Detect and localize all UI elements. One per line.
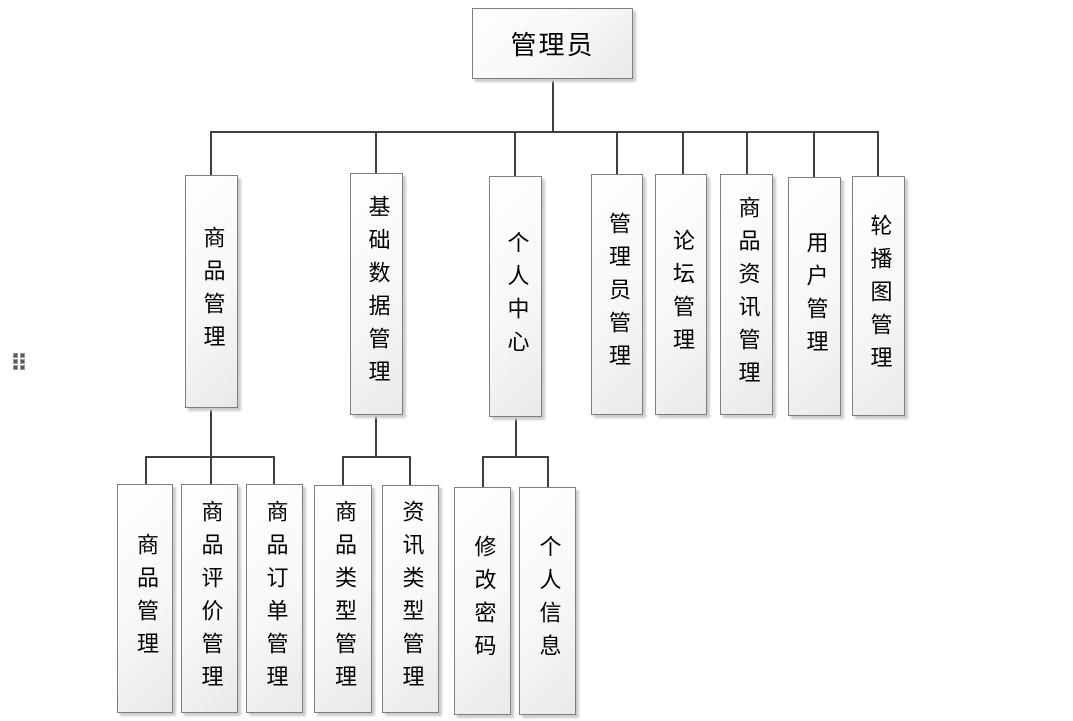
- node-product-order-management-label: 商品订单管理: [262, 499, 288, 698]
- node-product-management: 商品管理: [185, 175, 238, 408]
- node-admin: 管理员: [472, 8, 633, 79]
- node-product-review-management-label: 商品评价管理: [197, 499, 223, 698]
- node-admin-management-label: 管理员管理: [605, 212, 630, 377]
- node-user-management-label: 用户管理: [802, 230, 828, 363]
- node-news-type-management: 资讯类型管理: [382, 485, 439, 713]
- dot: [20, 359, 25, 364]
- connector-basicdata-rail: [342, 456, 411, 486]
- node-product-management-label: 商品管理: [199, 225, 225, 358]
- dot: [13, 365, 18, 370]
- node-forum-management-label: 论坛管理: [669, 228, 694, 361]
- dot: [20, 365, 25, 370]
- node-product-type-management: 商品类型管理: [314, 485, 372, 713]
- node-user-management: 用户管理: [788, 177, 841, 416]
- node-product-management-sub: 商品管理: [117, 484, 173, 713]
- node-admin-label: 管理员: [510, 31, 595, 61]
- node-basic-data-management-label: 基础数据管理: [364, 195, 390, 393]
- node-product-review-management: 商品评价管理: [181, 484, 238, 713]
- node-personal-info-label: 个人信息: [535, 535, 561, 667]
- connector-product-rail: [145, 456, 275, 485]
- dot: [13, 353, 18, 358]
- dot: [20, 353, 25, 358]
- node-personal-info: 个人信息: [519, 487, 576, 715]
- node-product-type-management-label: 商品类型管理: [331, 500, 356, 698]
- node-product-order-management: 商品订单管理: [246, 484, 303, 713]
- connector-main-rail: [210, 131, 879, 177]
- node-change-password: 修改密码: [454, 487, 511, 715]
- node-forum-management: 论坛管理: [655, 174, 707, 415]
- node-product-news-management-label: 商品资讯管理: [734, 195, 760, 394]
- node-personal-center: 个人中心: [489, 176, 542, 417]
- node-product-news-management: 商品资讯管理: [720, 174, 773, 415]
- node-product-management-sub-label: 商品管理: [133, 532, 158, 665]
- node-basic-data-management: 基础数据管理: [350, 173, 403, 415]
- dot: [13, 359, 18, 364]
- node-personal-center-label: 个人中心: [503, 230, 529, 363]
- connector-personal-rail: [482, 456, 549, 488]
- node-news-type-management-label: 资讯类型管理: [398, 500, 424, 698]
- drag-handle-dots[interactable]: [13, 353, 25, 370]
- node-carousel-management-label: 轮播图管理: [866, 213, 892, 379]
- node-admin-management: 管理员管理: [591, 174, 643, 415]
- node-change-password-label: 修改密码: [470, 535, 496, 667]
- node-carousel-management: 轮播图管理: [852, 176, 905, 416]
